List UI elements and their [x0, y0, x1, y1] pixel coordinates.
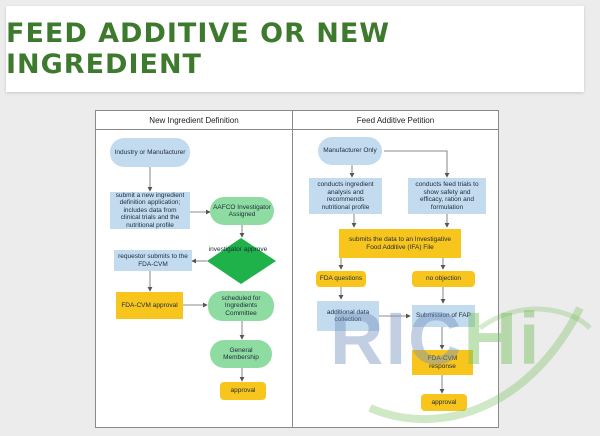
title-banner: FEED ADDITIVE OR NEW INGREDIENT	[6, 6, 584, 92]
node-approval-left: approval	[220, 382, 266, 400]
node-requestor-submits: requestor submits to the FDA-CVM	[114, 250, 192, 271]
node-submit-application: submit a new ingredient definition appli…	[110, 192, 190, 229]
node-submission-fap: Submission of FAP	[412, 305, 475, 327]
right-column-header: Feed Additive Petition	[293, 111, 498, 130]
investigator-approve-diamond	[207, 238, 276, 284]
node-conducts-analysis: conducts ingredient analysis and recomme…	[309, 178, 382, 214]
node-industry-manufacturer: Industry or Manufacturer	[110, 138, 190, 167]
node-fda-cvm-response: FDA-CVM response	[412, 350, 473, 375]
node-no-objection: no objection	[412, 271, 475, 287]
node-fda-cvm-approval: FDA-CVM approval	[116, 292, 183, 319]
node-fda-questions: FDA questions	[316, 271, 366, 287]
column-divider	[292, 111, 293, 427]
node-approval-right: approval	[421, 394, 467, 411]
slide-title: FEED ADDITIVE OR NEW INGREDIENT	[6, 18, 391, 80]
node-manufacturer-only: Manufacturer Only	[318, 137, 382, 165]
node-investigator-approve: investigator approve	[208, 246, 268, 253]
node-general-membership: General Membership	[210, 340, 272, 368]
flowchart-panel: New Ingredient Definition Feed Additive …	[95, 110, 499, 428]
connector-arrows	[147, 150, 450, 394]
node-conducts-feed-trials: conducts feed trials to show safety and …	[408, 178, 486, 214]
left-column-header: New Ingredient Definition	[96, 111, 292, 130]
node-aafco-investigator: AAFCO Investigator Assigned	[210, 197, 274, 225]
node-additional-data: additional data collection	[317, 301, 379, 331]
node-submits-ifa: submits the data to an Investigative Foo…	[339, 229, 461, 258]
node-scheduled-committee: scheduled for Ingredients Committee	[208, 291, 274, 321]
